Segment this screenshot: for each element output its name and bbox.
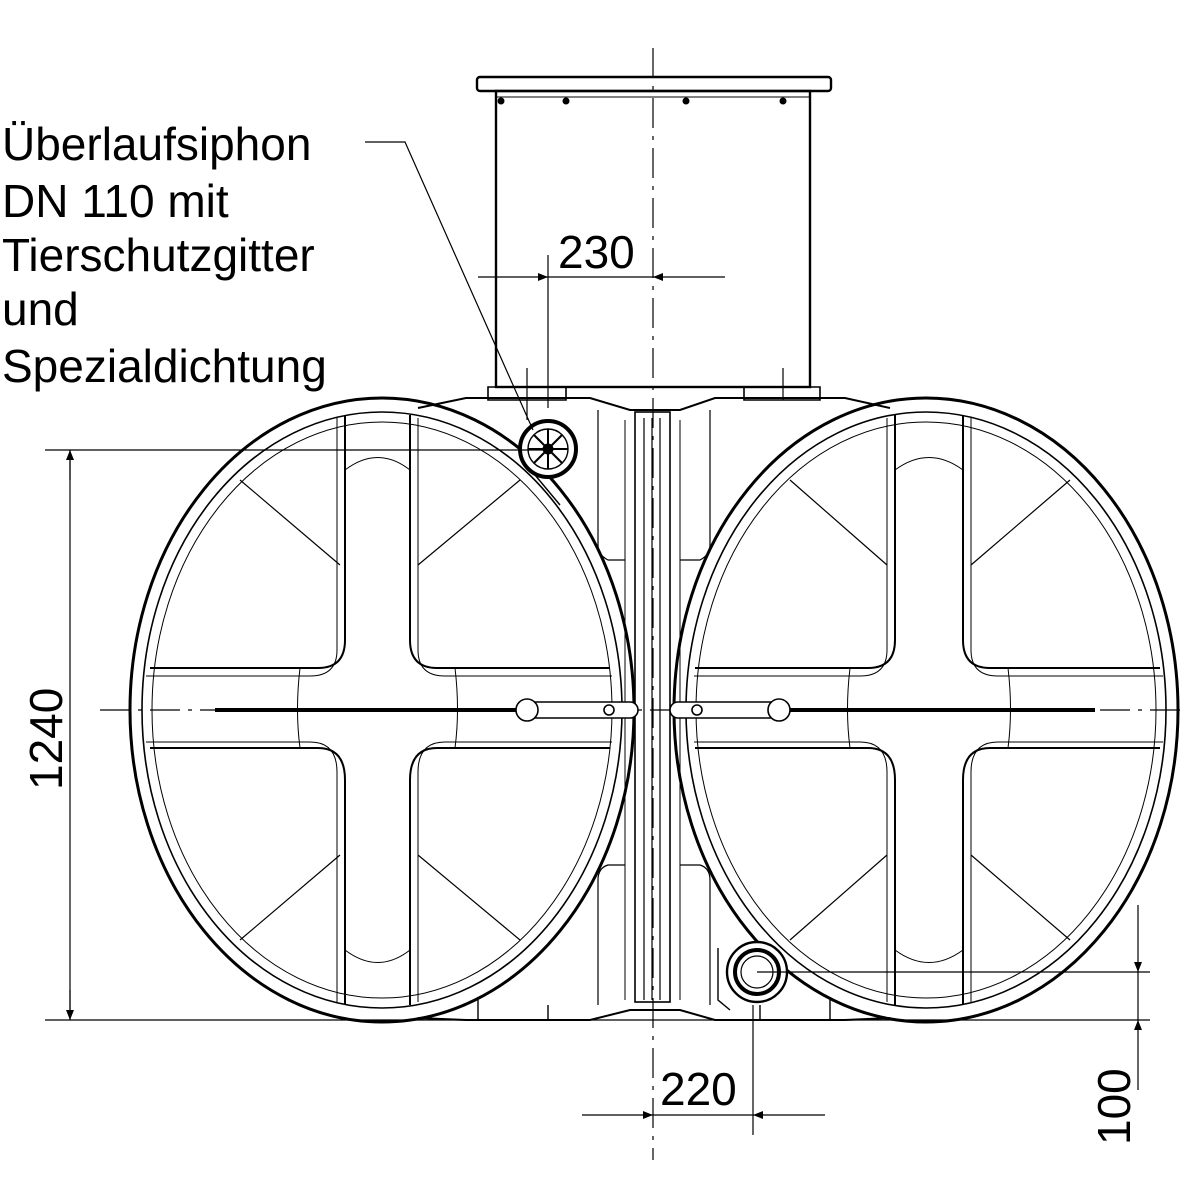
callout-line: Überlaufsiphon: [2, 118, 311, 170]
callout-line: Spezialdichtung: [2, 340, 327, 392]
dimension-100: [757, 905, 1150, 1090]
dome-shaft: [475, 75, 833, 420]
dimension-1240: [45, 449, 1150, 1021]
callout-line: DN 110 mit: [2, 175, 229, 227]
callout-text: Überlaufsiphon DN 110 mit Tierschutzgitt…: [2, 118, 327, 392]
center-lines: [100, 48, 1185, 1160]
callout-leader: [365, 141, 534, 431]
dimension-220: [582, 1005, 825, 1135]
center-connector: [515, 698, 791, 722]
dimension-label-220: 220: [660, 1063, 737, 1115]
callout-line: und: [2, 283, 79, 335]
dimension-label-100: 100: [1088, 1068, 1140, 1145]
left-tank-shell: [128, 396, 636, 1024]
dimension-label-1240: 1240: [20, 688, 72, 790]
dimension-label-230: 230: [558, 226, 635, 278]
tank-body: [417, 397, 891, 1021]
overflow-siphon: [518, 419, 578, 506]
outlet-pipe: [717, 940, 789, 1011]
dimension-230: [478, 255, 725, 408]
callout-line: Tierschutzgitter: [2, 229, 315, 281]
